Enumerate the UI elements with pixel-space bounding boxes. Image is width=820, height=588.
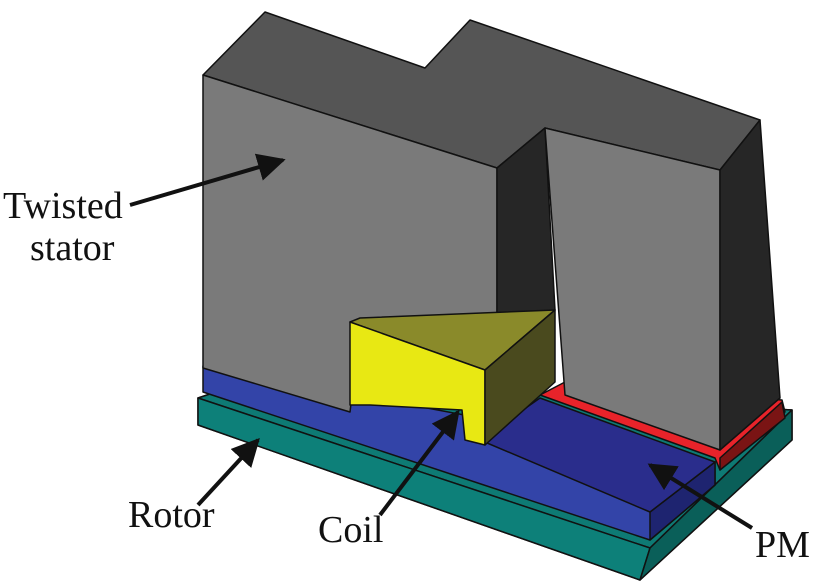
rotor-arrow <box>196 437 260 507</box>
label-rotor: Rotor <box>128 494 215 536</box>
coil <box>349 309 556 446</box>
label-pm: PM <box>755 524 810 566</box>
label-stator-line2: stator <box>30 227 115 269</box>
label-stator-line1: Twisted <box>3 185 123 227</box>
coil-arrow <box>378 409 460 517</box>
label-coil: Coil <box>318 509 383 551</box>
stator-arrow <box>129 153 286 207</box>
pm-arrow <box>647 463 754 530</box>
rotor-layer <box>202 365 716 541</box>
